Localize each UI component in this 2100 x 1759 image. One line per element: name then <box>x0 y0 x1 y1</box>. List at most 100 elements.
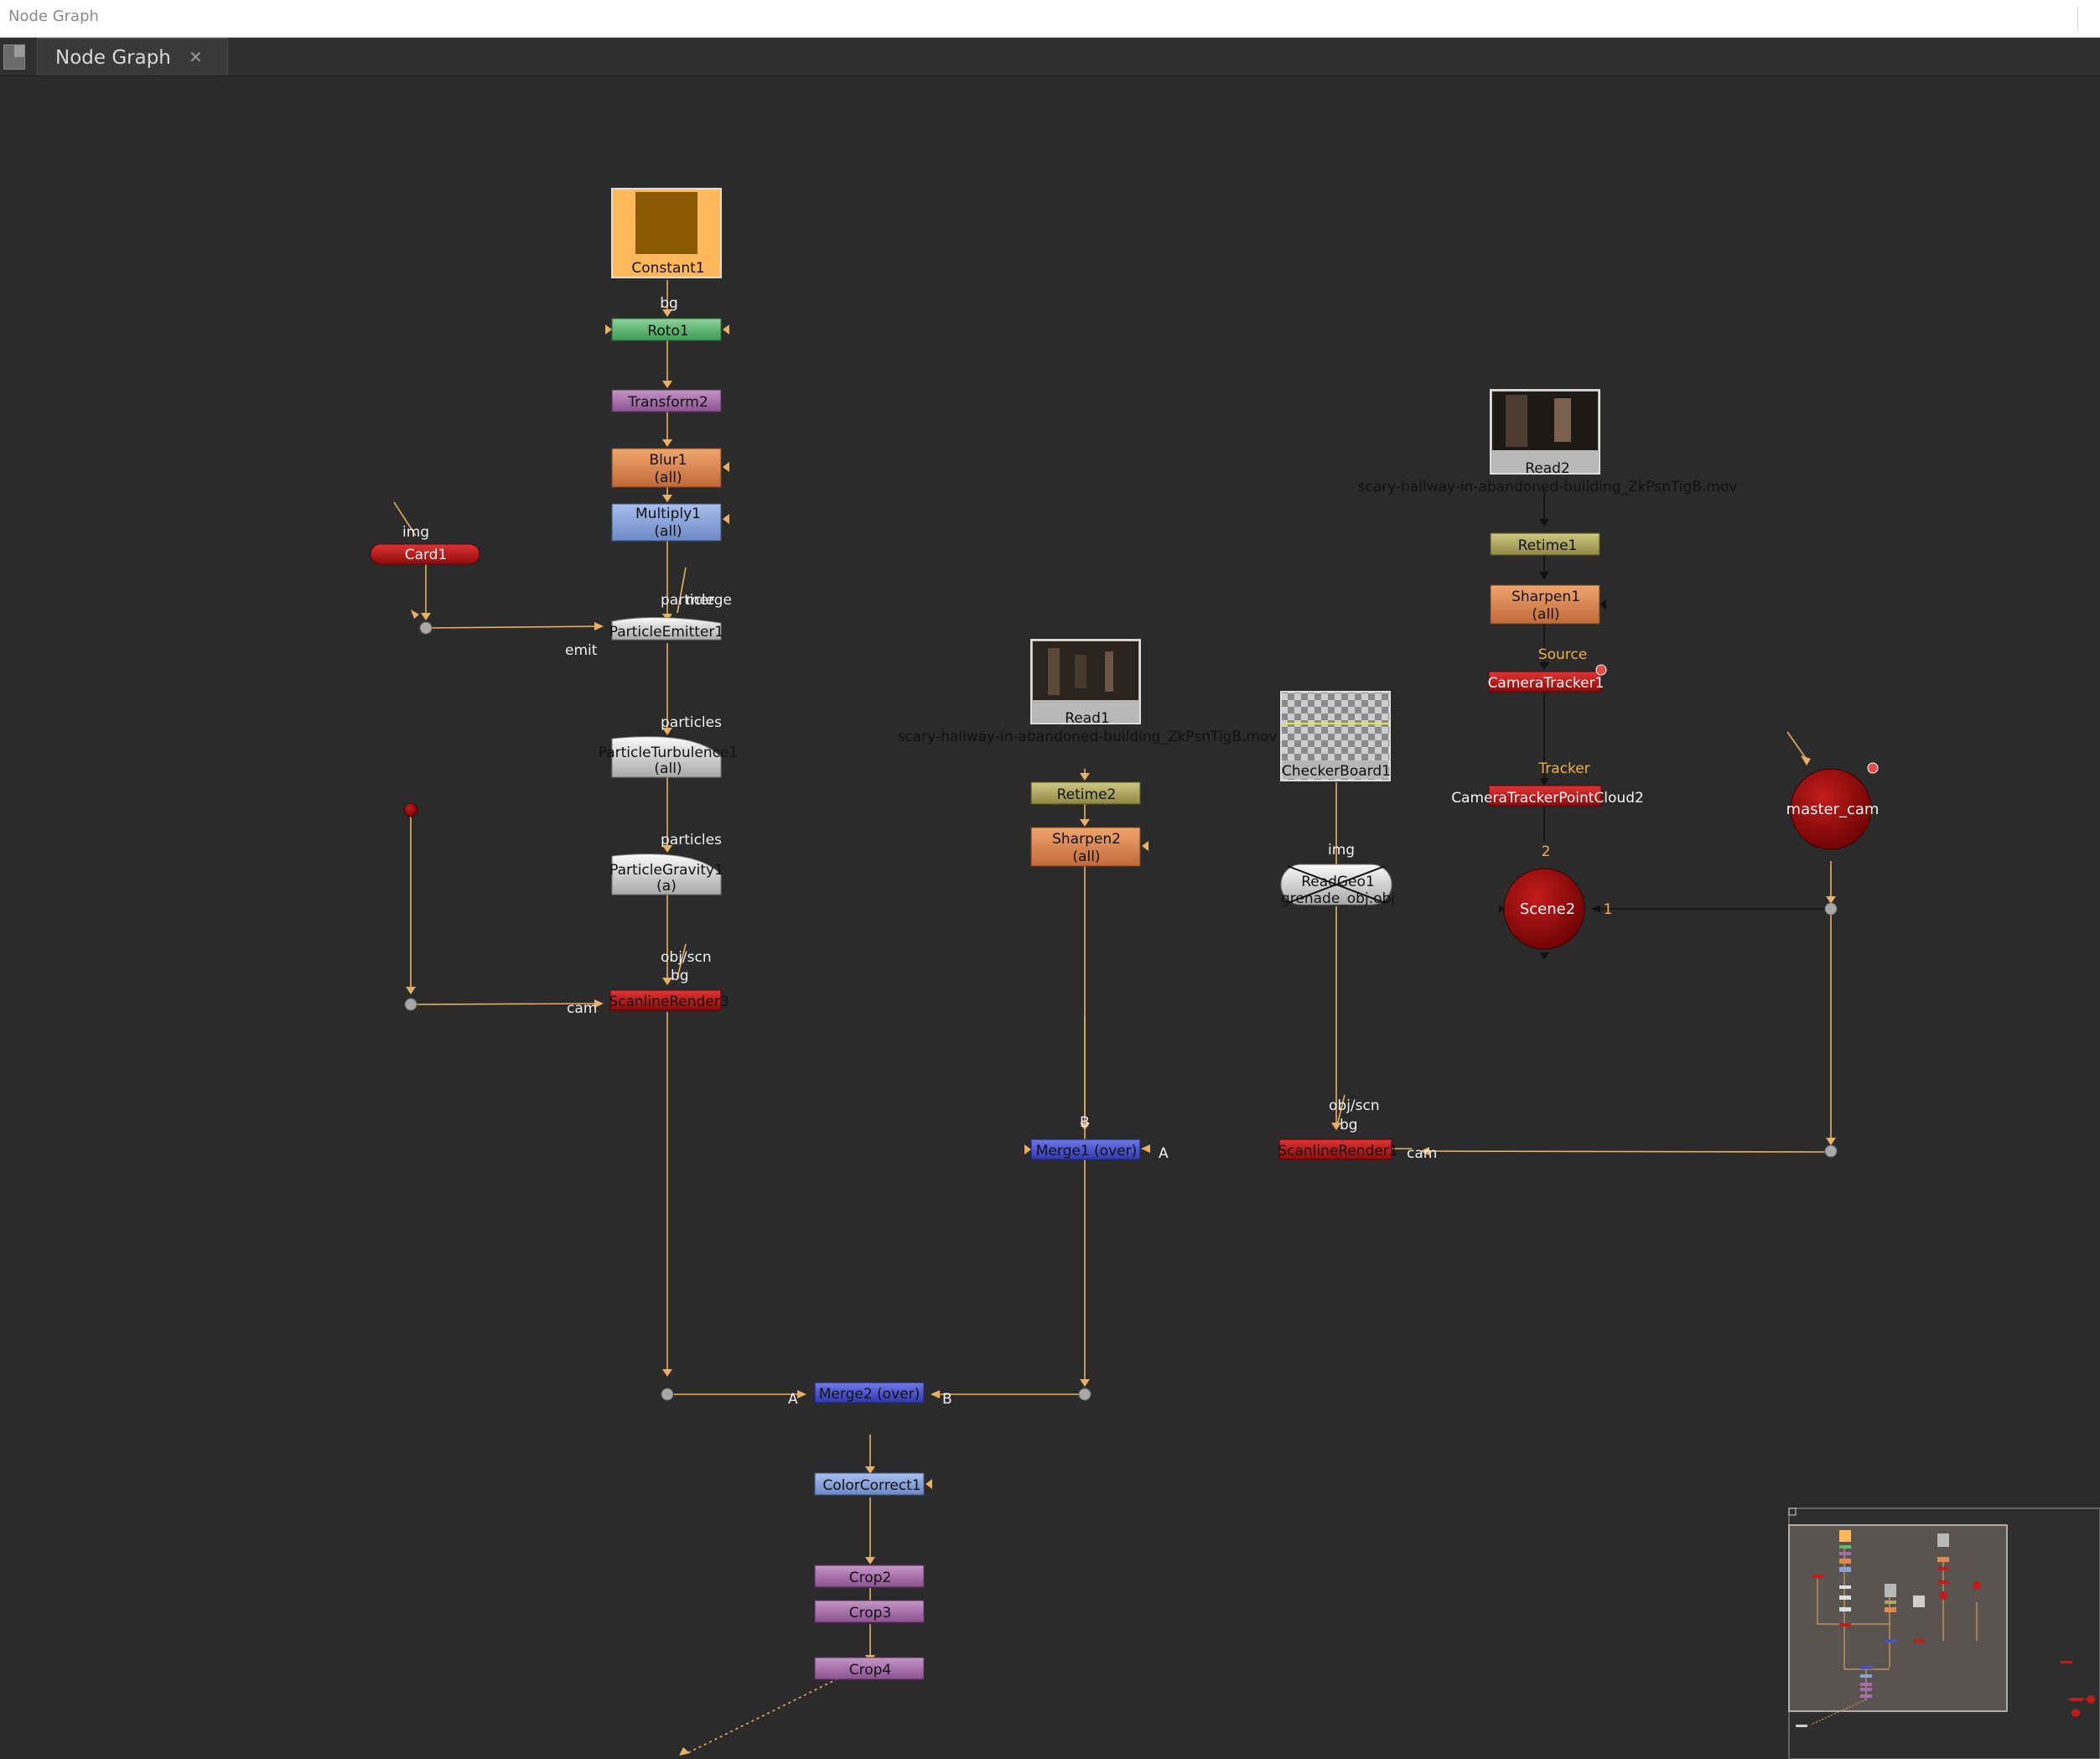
node-sublabel: (all) <box>654 470 682 486</box>
node-label: Sharpen1 <box>1511 589 1580 605</box>
node-label: Scene2 <box>1520 900 1575 918</box>
node-label: Read1 <box>1065 710 1110 727</box>
input-label-particles: particles <box>661 832 722 848</box>
tab-node-graph[interactable]: Node Graph ✕ <box>37 38 228 75</box>
node-label: Blur1 <box>650 452 687 469</box>
node-label: CameraTrackerPointCloud2 <box>1451 790 1644 807</box>
node-camera-tracker-point-cloud2[interactable]: CameraTrackerPointCloud2 <box>1451 785 1644 807</box>
node-label: ReadGeo1 <box>1301 874 1375 890</box>
node-label: ScanlineRender1 <box>1278 1143 1397 1160</box>
input-label-emit: emit <box>565 642 598 659</box>
window-titlebar: Node Graph <box>0 0 2100 38</box>
node-sharpen2[interactable]: Sharpen2 (all) <box>1030 827 1149 867</box>
node-label: ScanlineRender3 <box>609 994 729 1010</box>
minimap-icon[interactable] <box>1788 1507 2100 1759</box>
input-label-obj-scn: obj/scn <box>661 949 712 966</box>
node-label: Merge1 (over) <box>1036 1143 1137 1160</box>
node-label: Crop3 <box>849 1605 892 1621</box>
close-icon[interactable]: ✕ <box>189 47 203 67</box>
node-transform2[interactable]: Transform2 <box>611 389 722 413</box>
node-scanline-render1[interactable]: ScanlineRender1 <box>1278 1139 1398 1160</box>
node-checkerboard1[interactable]: CheckerBoard1 <box>1280 691 1391 781</box>
node-label: master_cam <box>1786 801 1880 818</box>
node-merge1[interactable]: Merge1 (over) <box>1024 1139 1141 1160</box>
node-scanline-render3[interactable]: ScanlineRender3 <box>609 989 729 1011</box>
node-label: Multiply1 <box>635 506 701 522</box>
node-label: Sharpen2 <box>1052 831 1121 848</box>
node-label: Crop2 <box>849 1570 892 1586</box>
node-file-label: scary-hallway-in-abandoned-building_ZkPs… <box>898 729 1278 745</box>
node-label: Retime1 <box>1518 537 1578 554</box>
node-camera-tracker1[interactable]: CameraTracker1 <box>1488 664 1607 693</box>
input-label-b: B <box>942 1391 952 1408</box>
red-dot-node[interactable] <box>403 802 418 817</box>
input-label-bg: bg <box>1340 1117 1358 1134</box>
node-label: ParticleGravity1 <box>609 862 723 879</box>
node-read2[interactable]: Read2 <box>1490 389 1600 477</box>
input-label-bg: bg <box>660 295 678 312</box>
node-label: CameraTracker1 <box>1488 675 1605 692</box>
node-sublabel: (a) <box>656 878 677 895</box>
input-label-particle: particle <box>661 592 714 609</box>
node-sharpen1[interactable]: Sharpen1 (all) <box>1490 584 1606 625</box>
panel-tabbar: Node Graph ✕ <box>0 38 2100 76</box>
input-label-merge: merge <box>686 592 732 609</box>
node-crop4[interactable]: Crop4 <box>814 1657 925 1680</box>
tab-label: Node Graph <box>55 47 171 69</box>
node-retime1[interactable]: Retime1 <box>1490 532 1600 556</box>
input-label-one: 1 <box>1604 901 1613 918</box>
node-read1[interactable]: Read1 <box>1030 639 1141 727</box>
node-sublabel: (all) <box>1532 606 1559 623</box>
node-master-cam[interactable]: master_cam <box>1786 762 1880 850</box>
input-label-tracker: Tracker <box>1537 760 1589 777</box>
node-error-badge-icon <box>1867 762 1879 774</box>
node-sublabel: (all) <box>1072 848 1100 865</box>
node-file-label: scary-hallway-in-abandoned-building_ZkPs… <box>1358 479 1738 496</box>
node-color-correct1[interactable]: ColorCorrect1 <box>814 1472 932 1496</box>
input-label-cam: cam <box>567 1000 597 1017</box>
node-error-badge-icon <box>1595 664 1607 676</box>
pipe-dots[interactable] <box>404 621 1838 1401</box>
node-sublabel: (all) <box>654 523 682 540</box>
node-roto1[interactable]: Roto1 <box>605 318 729 341</box>
node-merge2[interactable]: Merge2 (over) <box>814 1382 925 1404</box>
input-label-img: img <box>1328 842 1355 859</box>
node-label: CheckerBoard1 <box>1282 763 1391 780</box>
node-label: Crop4 <box>849 1662 892 1679</box>
node-particle-gravity1[interactable]: ParticleGravity1 (a) <box>609 854 723 895</box>
input-label-cam: cam <box>1407 1145 1437 1162</box>
node-file-label: grenade_obj.obj <box>1281 890 1395 907</box>
node-readgeo1[interactable]: ReadGeo1 grenade_obj.obj <box>1280 864 1395 907</box>
node-card1[interactable]: Card1 <box>370 543 480 565</box>
input-label-two: 2 <box>1542 843 1551 860</box>
node-label: Card1 <box>405 547 448 563</box>
node-particle-emitter1[interactable]: ParticleEmitter1 <box>609 616 723 641</box>
node-multiply1[interactable]: Multiply1 (all) <box>611 503 729 542</box>
input-label-a: A <box>1159 1145 1169 1162</box>
node-crop3[interactable]: Crop3 <box>814 1600 925 1623</box>
node-sublabel: (all) <box>654 760 682 777</box>
node-label: ParticleTurbulence1 <box>599 745 739 761</box>
input-label-a: A <box>788 1391 798 1408</box>
node-graph-canvas[interactable]: Constant1 bg Roto1 Transform2 Blur1 (all… <box>0 76 2100 1759</box>
node-label: Retime2 <box>1057 786 1117 803</box>
input-label-bg: bg <box>671 968 689 984</box>
node-label: ColorCorrect1 <box>822 1477 920 1494</box>
input-label-particles: particles <box>661 714 722 731</box>
window-title: Node Graph <box>8 8 99 25</box>
panel-grip-icon[interactable] <box>3 44 25 70</box>
node-scene2[interactable]: Scene2 <box>1499 868 1585 958</box>
window-corner-control[interactable] <box>2077 7 2100 30</box>
node-label: Transform2 <box>627 394 708 411</box>
input-label-b: B <box>1080 1114 1090 1131</box>
node-label: Read2 <box>1525 460 1570 477</box>
node-blur1[interactable]: Blur1 (all) <box>611 448 729 488</box>
node-constant1[interactable]: Constant1 <box>611 188 722 278</box>
node-particle-turbulence1[interactable]: ParticleTurbulence1 (all) <box>599 736 739 778</box>
input-label-obj-scn: obj/scn <box>1329 1097 1380 1114</box>
node-retime2[interactable]: Retime2 <box>1030 781 1141 805</box>
node-label: Merge2 (over) <box>819 1386 920 1403</box>
node-crop2[interactable]: Crop2 <box>814 1564 925 1588</box>
input-label-img: img <box>402 524 429 541</box>
pipes <box>393 280 1832 1754</box>
